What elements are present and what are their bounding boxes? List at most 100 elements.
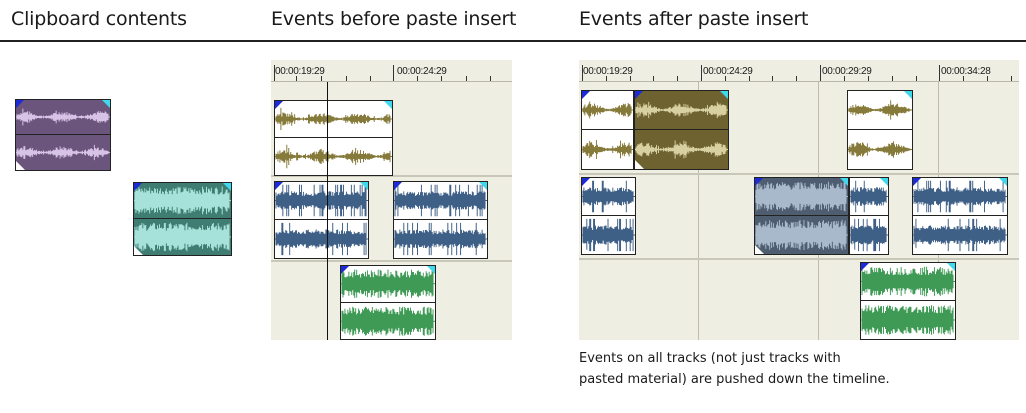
waveform-channel — [913, 178, 1007, 216]
waveform-channel — [635, 130, 728, 169]
waveform-channel — [275, 182, 368, 220]
event-corner — [394, 249, 403, 258]
ruler-tick — [490, 76, 491, 81]
ruler-tick — [725, 76, 726, 81]
fade-in-handle[interactable] — [275, 101, 283, 109]
ruler-label: 00:00:19:29 — [583, 66, 633, 77]
fade-in-handle[interactable] — [913, 178, 921, 186]
event-track2-a[interactable] — [581, 177, 636, 255]
event-track1-a[interactable] — [581, 90, 634, 170]
fade-out-handle[interactable] — [947, 263, 955, 271]
waveform-channel — [275, 220, 368, 258]
event-corner — [16, 161, 25, 170]
fade-out-handle[interactable] — [720, 91, 728, 99]
event-track2-b-shifted[interactable] — [912, 177, 1008, 255]
caption: Events on all tracks (not just tracks wi… — [579, 348, 890, 390]
event-corner — [582, 160, 591, 169]
timeline-after: 00:00:19:29 00:00:24:29 00:00:29:29 00:0… — [579, 60, 1019, 340]
fade-in-handle[interactable] — [275, 182, 283, 190]
waveform-channel — [635, 91, 728, 130]
fade-in-handle[interactable] — [582, 178, 590, 186]
ruler-label: 00:00:29:29 — [822, 66, 872, 77]
event-corner — [275, 166, 284, 175]
waveform-channel — [755, 216, 848, 254]
fade-in-handle[interactable] — [861, 263, 869, 271]
ruler-tick — [393, 65, 394, 81]
fade-in-handle[interactable] — [16, 100, 24, 108]
playback-cursor — [327, 82, 328, 340]
ruler-tick — [892, 76, 893, 81]
ruler-tick — [274, 65, 275, 81]
ruler-tick — [963, 76, 964, 81]
event-track3-a-shifted[interactable] — [860, 262, 956, 340]
waveform-channel — [134, 219, 231, 255]
ruler-label: 00:00:34:28 — [941, 66, 991, 77]
fade-in-handle[interactable] — [394, 182, 402, 190]
event-track2-a[interactable] — [274, 181, 369, 259]
event-track2-a-shifted[interactable] — [849, 177, 889, 255]
waveform-channel — [394, 220, 487, 258]
fade-out-handle[interactable] — [223, 183, 231, 191]
clipboard-event-teal[interactable] — [133, 182, 232, 256]
clipboard-event-purple[interactable] — [15, 99, 111, 171]
fade-out-handle[interactable] — [479, 182, 487, 190]
fade-in-handle[interactable] — [635, 91, 643, 99]
fade-in-handle[interactable] — [755, 178, 763, 186]
ruler-tick — [321, 76, 322, 81]
pasted-event-track1[interactable] — [634, 90, 729, 170]
event-track1-a-shifted[interactable] — [847, 90, 913, 170]
event-corner — [341, 330, 350, 339]
fade-out-handle[interactable] — [880, 178, 888, 186]
event-track3-a[interactable] — [340, 265, 436, 340]
fade-in-handle[interactable] — [582, 91, 590, 99]
fade-out-handle[interactable] — [384, 101, 392, 109]
waveform-channel — [850, 178, 888, 216]
time-ruler: 00:00:19:29 00:00:24:29 — [271, 60, 512, 82]
event-track1-a[interactable] — [274, 100, 393, 176]
waveform-channel — [16, 100, 110, 135]
event-corner — [635, 160, 644, 169]
ruler-tick — [868, 76, 869, 81]
event-corner — [850, 245, 859, 254]
ruler-tick — [370, 76, 371, 81]
heading-before: Events before paste insert — [271, 8, 517, 30]
waveform-channel — [850, 216, 888, 254]
ruler-tick — [466, 76, 467, 81]
time-ruler: 00:00:19:29 00:00:24:29 00:00:29:29 00:0… — [579, 60, 1019, 82]
ruler-tick — [939, 65, 940, 81]
ruler-tick — [1011, 76, 1012, 81]
fade-out-handle[interactable] — [999, 178, 1007, 186]
ruler-tick — [582, 65, 583, 81]
grid-line — [698, 82, 699, 340]
event-corner — [913, 245, 922, 254]
ruler-tick — [916, 76, 917, 81]
waveform-channel — [861, 263, 955, 301]
heading-clipboard: Clipboard contents — [11, 8, 187, 30]
ruler-tick — [417, 76, 418, 81]
ruler-tick — [820, 65, 821, 81]
ruler-tick — [653, 76, 654, 81]
waveform-channel — [341, 266, 435, 303]
waveform-channel — [861, 301, 955, 339]
ruler-label: 00:00:19:29 — [275, 66, 325, 77]
waveform-channel — [394, 182, 487, 220]
pasted-event-track2[interactable] — [754, 177, 849, 255]
ruler-tick — [796, 76, 797, 81]
fade-in-handle[interactable] — [134, 183, 142, 191]
fade-out-handle[interactable] — [840, 178, 848, 186]
ruler-tick — [749, 76, 750, 81]
ruler-tick — [441, 76, 442, 81]
fade-out-handle[interactable] — [904, 91, 912, 99]
event-track2-b[interactable] — [393, 181, 488, 259]
fade-out-handle[interactable] — [360, 182, 368, 190]
fade-in-handle[interactable] — [341, 266, 349, 274]
ruler-tick — [606, 76, 607, 81]
caption-line: pasted material) are pushed down the tim… — [579, 372, 890, 387]
event-corner — [848, 160, 857, 169]
fade-out-handle[interactable] — [427, 266, 435, 274]
waveform-channel — [848, 91, 912, 130]
fade-out-handle[interactable] — [102, 100, 110, 108]
waveform-channel — [582, 91, 633, 130]
ruler-tick — [987, 76, 988, 81]
waveform-channel — [848, 130, 912, 169]
